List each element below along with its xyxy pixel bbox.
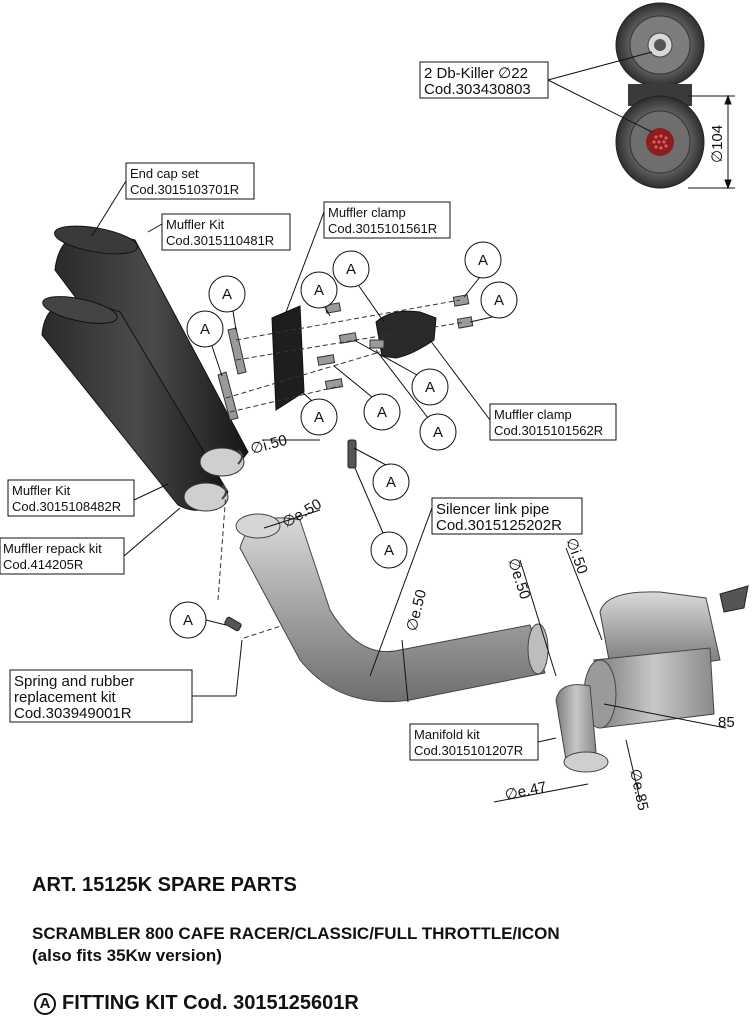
fitting-kit-text: FITTING KIT Cod. 3015125601R <box>62 992 359 1014</box>
svg-text:Cod.3015103701R: Cod.3015103701R <box>130 182 239 197</box>
callouts: A A A A A A A A A A A A A <box>169 241 518 639</box>
callout-a-4: A <box>332 250 370 288</box>
pipe-dimension-lines <box>262 439 727 803</box>
svg-text:A: A <box>222 286 232 303</box>
fitting-kit-badge: A <box>34 992 56 1015</box>
manifold-pipe <box>555 585 749 773</box>
clamp-bracket-right <box>375 310 437 359</box>
dim-104-label: ∅104 <box>709 125 726 163</box>
svg-text:End cap set: End cap set <box>130 166 199 181</box>
callout-a-3: A <box>300 271 338 309</box>
callout-a-2: A <box>186 310 224 348</box>
callout-a-1: A <box>208 275 246 313</box>
svg-text:A: A <box>183 612 193 629</box>
dim-85-horizontal: 85 <box>718 714 735 731</box>
endcap-view-bottom <box>615 95 705 189</box>
dim-e50-pipe: ∅e.50 <box>403 588 430 633</box>
clamp-right-label-box: Muffler clamp Cod.3015101562R <box>429 339 617 441</box>
endcap-view-top <box>615 2 705 88</box>
svg-text:Cod.3015101207R: Cod.3015101207R <box>414 743 523 758</box>
dim-e50-right: ∅e.50 <box>504 556 533 601</box>
svg-text:2 Db-Killer ∅22: 2 Db-Killer ∅22 <box>424 65 528 82</box>
mufflerkit-bottom-label-box: Muffler Kit Cod.3015108482R <box>7 479 169 517</box>
muffler-upper <box>54 225 249 473</box>
dimension-104 <box>688 94 735 190</box>
dim-i50-right: ∅i.50 <box>562 536 591 577</box>
svg-text:A: A <box>386 474 396 491</box>
svg-text:A: A <box>425 379 435 396</box>
callout-a-7: A <box>411 368 449 406</box>
svg-text:A: A <box>377 404 387 421</box>
manifold-label-box: Manifold kit Cod.3015101207R <box>409 723 557 761</box>
callout-a-9: A <box>419 413 457 451</box>
callout-a-13: A <box>169 601 207 639</box>
model-line-2: (also fits 35Kw version) <box>32 946 222 965</box>
muffler-spring-hooks <box>221 449 243 500</box>
svg-text:A: A <box>200 321 210 338</box>
spring-label-box: Spring and rubber replacement kit Cod.30… <box>9 639 243 723</box>
muffler-lower <box>41 296 229 511</box>
svg-text:replacement kit: replacement kit <box>14 689 117 706</box>
clamp-strips <box>217 327 247 421</box>
svg-text:Muffler clamp: Muffler clamp <box>494 407 572 422</box>
callout-leaders <box>205 276 493 626</box>
muffler-upper-outlet <box>199 447 245 477</box>
callout-a-8: A <box>363 393 401 431</box>
clamp-top-label-box: Muffler clamp Cod.3015101561R <box>285 201 451 313</box>
callout-a-11: A <box>372 463 410 501</box>
svg-text:A: A <box>314 409 324 426</box>
dim-e47: ∅e.47 <box>503 778 548 803</box>
mufflerkit-top-label-box: Muffler Kit Cod.3015110481R <box>147 213 291 251</box>
svg-text:Cod.3015110481R: Cod.3015110481R <box>166 233 274 248</box>
callout-a-12: A <box>370 531 408 569</box>
svg-text:A: A <box>346 261 356 278</box>
svg-text:Cod.3015101562R: Cod.3015101562R <box>494 423 603 438</box>
svg-text:Manifold kit: Manifold kit <box>414 727 480 742</box>
svg-text:Cod.3015108482R: Cod.3015108482R <box>12 499 121 514</box>
endcap-label-box: End cap set Cod.3015103701R <box>91 162 255 237</box>
svg-text:A: A <box>384 542 394 559</box>
svg-text:Spring and rubber: Spring and rubber <box>14 673 134 690</box>
link-pipe <box>235 513 549 703</box>
dbkiller-label-box: 2 Db-Killer ∅22 Cod.303430803 <box>419 51 653 133</box>
svg-text:Muffler Kit: Muffler Kit <box>166 217 225 232</box>
callout-a-10: A <box>300 398 338 436</box>
springs <box>224 439 357 632</box>
svg-text:Cod.3015125202R: Cod.3015125202R <box>436 517 562 534</box>
fitting-kit-line: A FITTING KIT Cod. 3015125601R <box>34 992 359 1015</box>
assembly-lines <box>217 299 466 639</box>
svg-text:Muffler Kit: Muffler Kit <box>12 483 71 498</box>
svg-text:A: A <box>478 252 488 269</box>
svg-text:Cod.303430803: Cod.303430803 <box>424 81 531 98</box>
svg-text:A: A <box>494 292 504 309</box>
dim-e85: ∅e.85 <box>626 767 651 812</box>
model-line-1: SCRAMBLER 800 CAFE RACER/CLASSIC/FULL TH… <box>32 924 560 943</box>
svg-text:A: A <box>314 282 324 299</box>
silencer-label-box: Silencer link pipe Cod.3015125202R <box>369 497 583 677</box>
muffler-lower-outlet <box>183 482 229 512</box>
callout-a-6: A <box>480 281 518 319</box>
art-title: ART. 15125K SPARE PARTS <box>32 874 297 896</box>
svg-text:Muffler repack kit: Muffler repack kit <box>3 541 102 556</box>
svg-text:Cod.303949001R: Cod.303949001R <box>14 705 132 722</box>
svg-text:A: A <box>433 424 443 441</box>
svg-text:Silencer link pipe: Silencer link pipe <box>436 501 549 518</box>
callout-a-5: A <box>464 241 502 279</box>
svg-text:Cod.3015101561R: Cod.3015101561R <box>328 221 437 236</box>
svg-text:Cod.414205R: Cod.414205R <box>3 557 83 572</box>
clamp-plate <box>271 305 305 411</box>
repack-label-box: Muffler repack kit Cod.414205R <box>0 507 181 575</box>
svg-text:Muffler clamp: Muffler clamp <box>328 205 406 220</box>
dim-i50-muffler: ∅i.50 <box>249 432 289 458</box>
